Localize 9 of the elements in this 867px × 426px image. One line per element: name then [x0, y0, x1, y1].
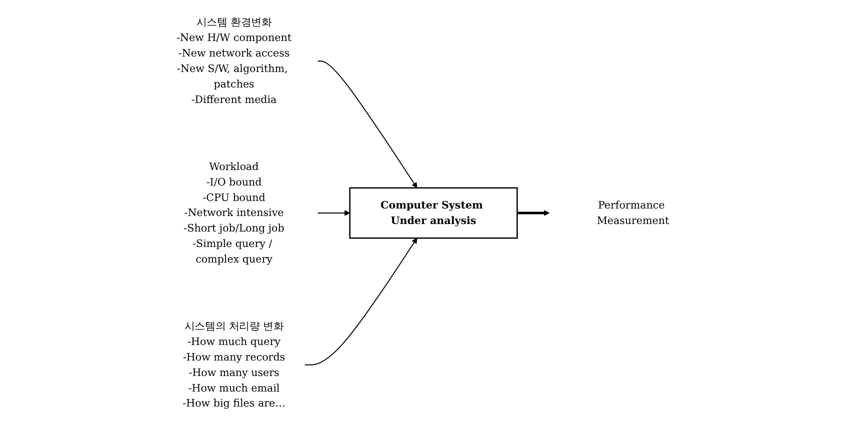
arrow	[517, 210, 550, 216]
arrow	[317, 60, 418, 188]
arrow	[304, 238, 418, 366]
node-text: Performance Measurement	[596, 198, 670, 227]
arrow	[317, 210, 350, 216]
node-text: 시스템의 처리량 변화 -How much query -How many records -How many users -How much email -How big files are…	[182, 320, 286, 410]
node-text: Workload -I/O bound -CPU bound -Network intensive -Short job/Long job -Simple query / complex query	[184, 160, 284, 266]
node-text: 시스템 환경변화 -New H/W component -New network access -New S/W, algorithm, patches -Different media	[176, 16, 292, 106]
node-box: Computer System Under analysis	[349, 187, 518, 239]
